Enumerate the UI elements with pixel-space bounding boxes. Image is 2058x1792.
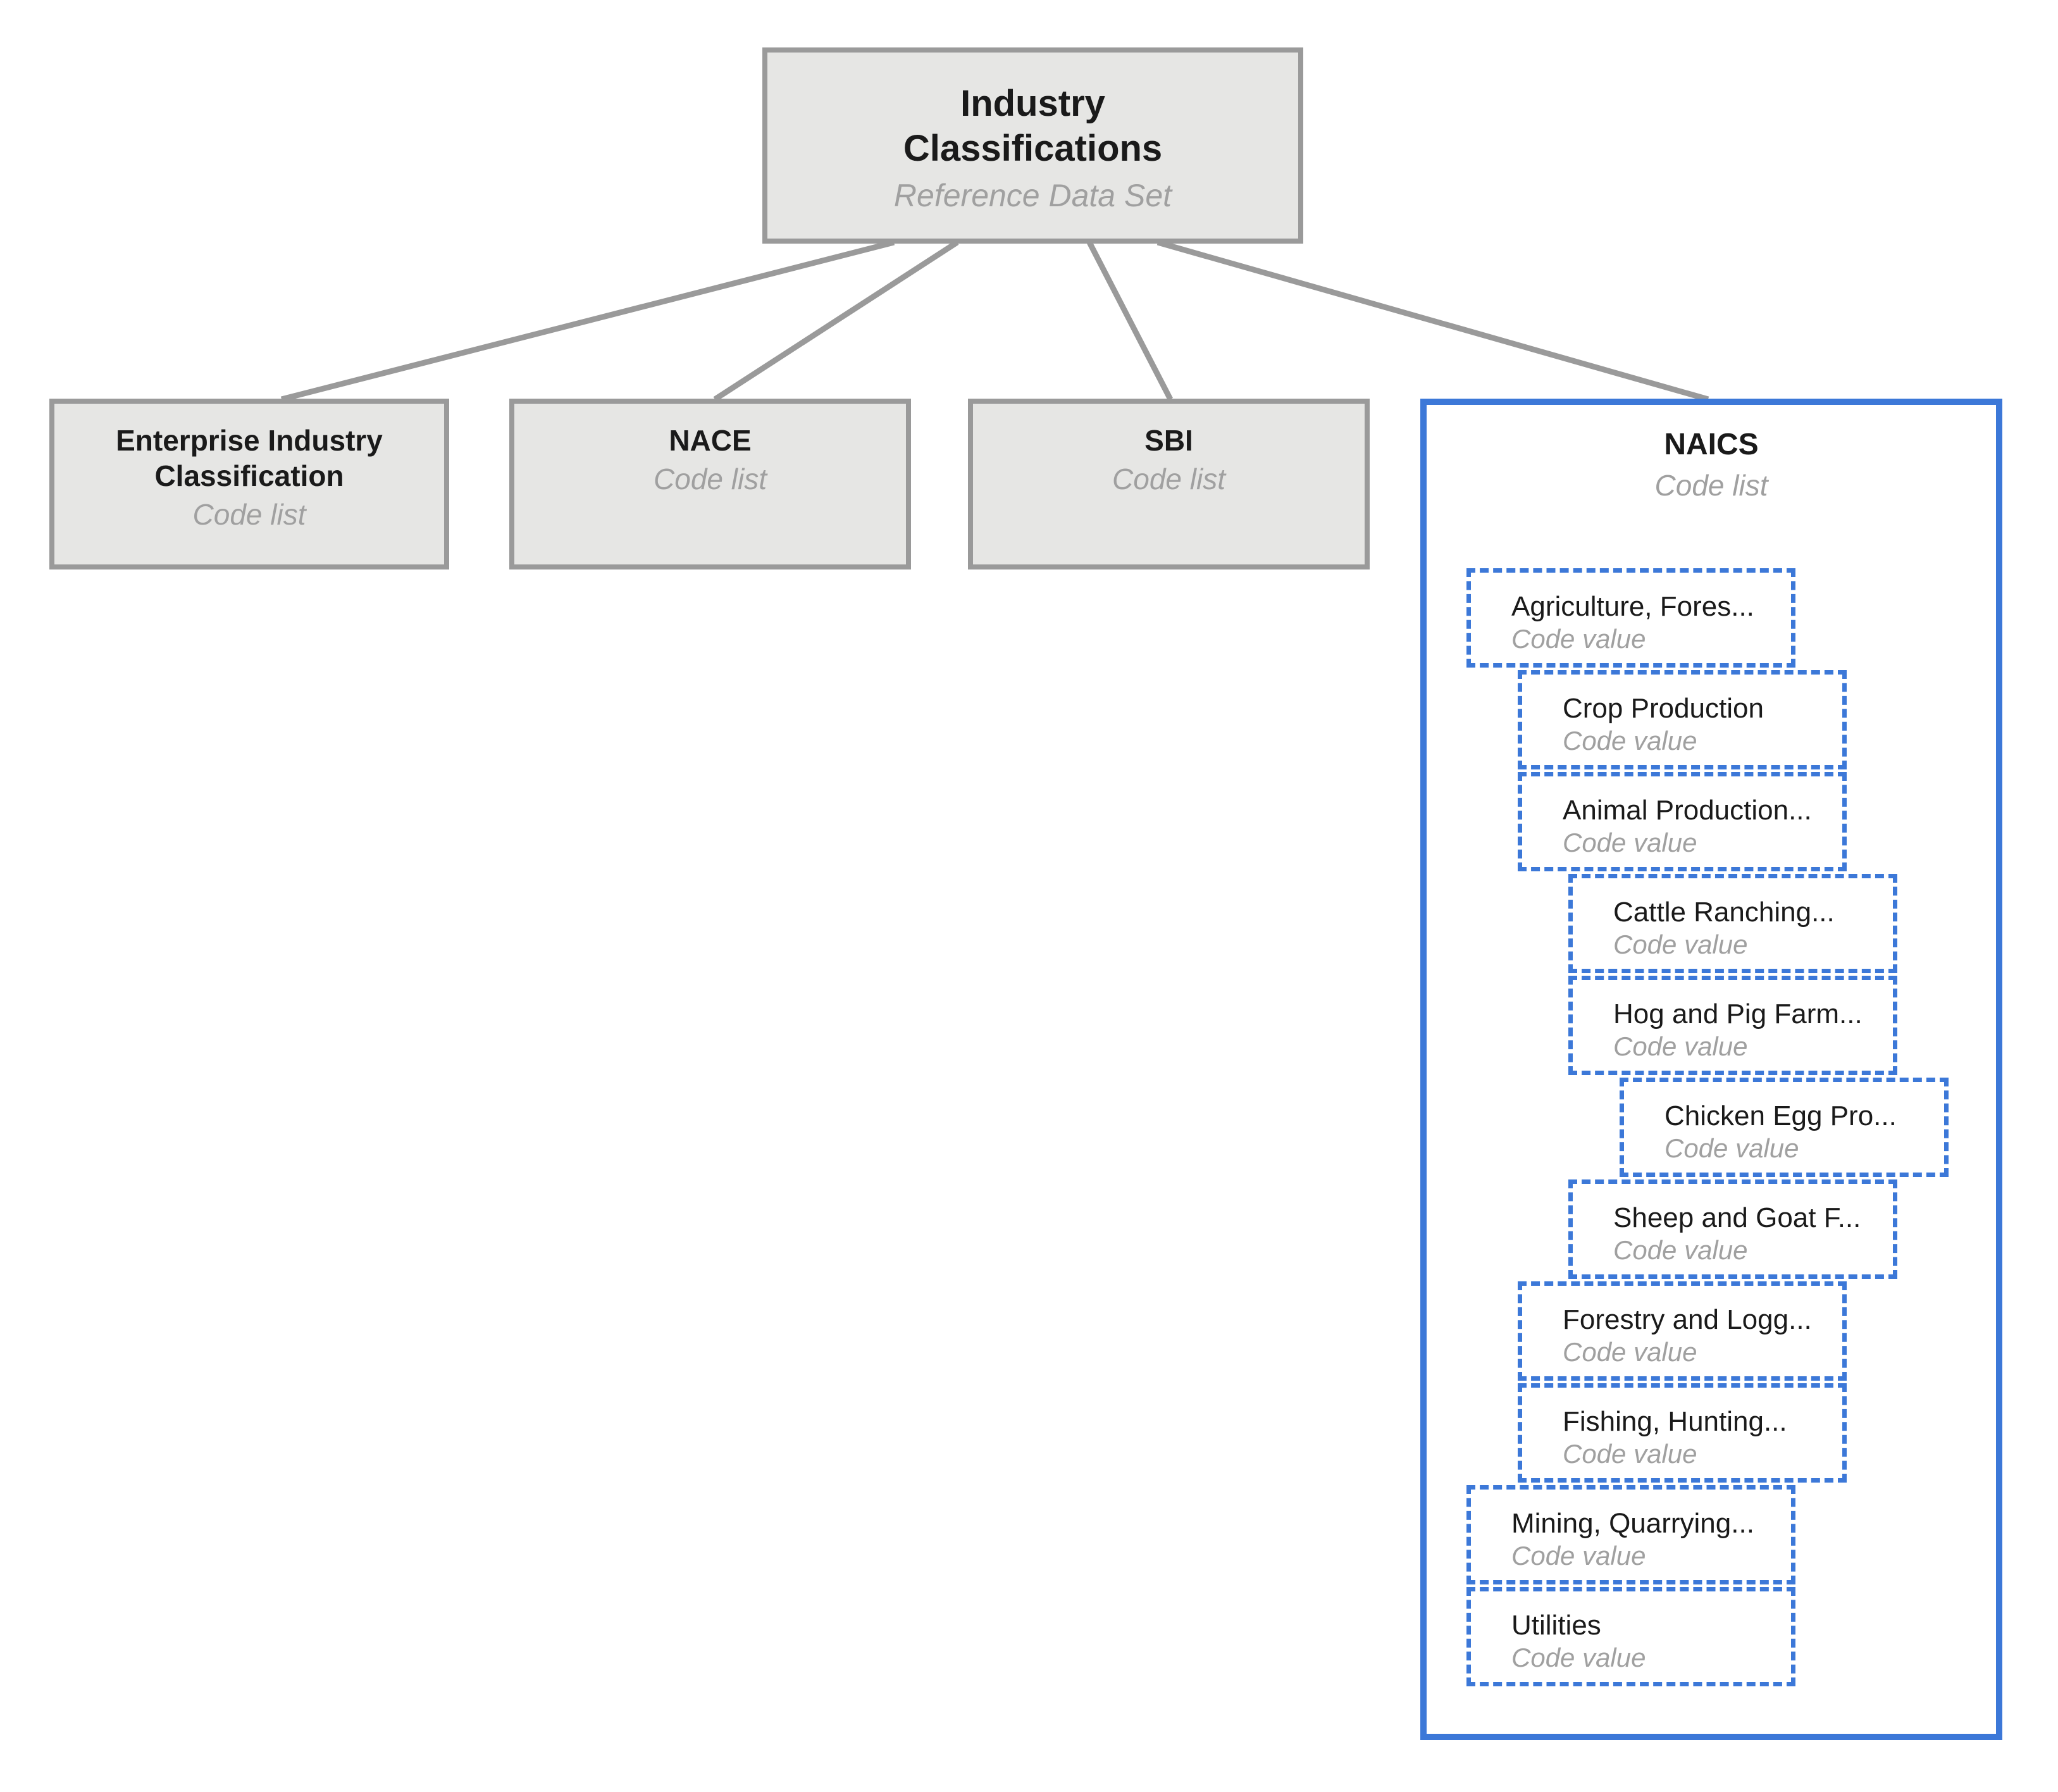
code-value-label: Animal Production...: [1563, 795, 1812, 826]
code-value-type: Code value: [1511, 1643, 1646, 1672]
code-value-type: Code value: [1511, 624, 1646, 654]
connector-root-sbi: [1087, 240, 1173, 401]
code-value-type: Code value: [1511, 1541, 1646, 1571]
code-value-node-fishing-hunting[interactable]: Fishing, Hunting... Code value: [1518, 1383, 1847, 1483]
code-list-title: Enterprise Industry Classification: [116, 424, 383, 493]
code-value-node-utilities[interactable]: Utilities Code value: [1466, 1587, 1795, 1686]
code-value-label: Forestry and Logg...: [1563, 1304, 1812, 1335]
code-value-type: Code value: [1563, 1439, 1697, 1469]
code-value-type: Code value: [1613, 930, 1748, 959]
code-list-node-enterprise-industry-classification[interactable]: Enterprise Industry Classification Code …: [49, 399, 449, 569]
code-value-node-crop-production[interactable]: Crop Production Code value: [1518, 670, 1847, 769]
code-list-subtitle: Code list: [1112, 463, 1225, 496]
code-list-subtitle: Code list: [654, 463, 767, 496]
code-value-type: Code value: [1664, 1133, 1799, 1163]
code-value-label: Mining, Quarrying...: [1511, 1508, 1754, 1539]
code-value-label: Sheep and Goat F...: [1613, 1202, 1861, 1233]
code-list-title: SBI: [1144, 424, 1193, 457]
code-value-type: Code value: [1613, 1031, 1748, 1061]
code-value-node-animal-production[interactable]: Animal Production... Code value: [1518, 772, 1847, 871]
code-list-title: NAICS: [1664, 428, 1759, 461]
code-value-node-forestry-and-logging[interactable]: Forestry and Logg... Code value: [1518, 1281, 1847, 1381]
code-value-type: Code value: [1563, 1337, 1697, 1367]
root-node-subtitle: Reference Data Set: [893, 177, 1172, 213]
code-list-subtitle: Code list: [1654, 468, 1768, 502]
code-value-type: Code value: [1563, 828, 1697, 857]
code-value-type: Code value: [1563, 726, 1697, 756]
code-value-node-agriculture[interactable]: Agriculture, Fores... Code value: [1466, 568, 1795, 668]
code-value-label: Cattle Ranching...: [1613, 897, 1835, 928]
code-list-node-nace[interactable]: NACE Code list: [509, 399, 911, 569]
code-value-node-chicken-egg-production[interactable]: Chicken Egg Pro... Code value: [1620, 1078, 1949, 1177]
code-list-subtitle: Code list: [192, 498, 306, 532]
code-value-node-sheep-and-goat-farming[interactable]: Sheep and Goat F... Code value: [1568, 1179, 1897, 1279]
root-node-industry-classifications[interactable]: Industry Classifications Reference Data …: [762, 47, 1303, 244]
code-value-node-cattle-ranching[interactable]: Cattle Ranching... Code value: [1568, 874, 1897, 973]
code-value-label: Hog and Pig Farm...: [1613, 999, 1863, 1030]
code-list-node-sbi[interactable]: SBI Code list: [968, 399, 1370, 569]
connector-root-naics: [1156, 239, 1709, 402]
code-list-title: NACE: [669, 424, 752, 457]
connector-root-enterprise: [280, 239, 895, 402]
root-node-title: Industry Classifications: [903, 83, 1163, 169]
code-value-label: Fishing, Hunting...: [1563, 1406, 1787, 1437]
code-value-label: Crop Production: [1563, 693, 1764, 724]
connector-root-nace: [713, 240, 959, 402]
code-value-label: Utilities: [1511, 1610, 1601, 1641]
code-value-node-hog-and-pig-farming[interactable]: Hog and Pig Farm... Code value: [1568, 976, 1897, 1075]
code-value-label: Agriculture, Fores...: [1511, 591, 1754, 622]
code-value-type: Code value: [1613, 1235, 1748, 1265]
code-value-node-mining-quarrying[interactable]: Mining, Quarrying... Code value: [1466, 1485, 1795, 1584]
code-value-label: Chicken Egg Pro...: [1664, 1100, 1897, 1131]
